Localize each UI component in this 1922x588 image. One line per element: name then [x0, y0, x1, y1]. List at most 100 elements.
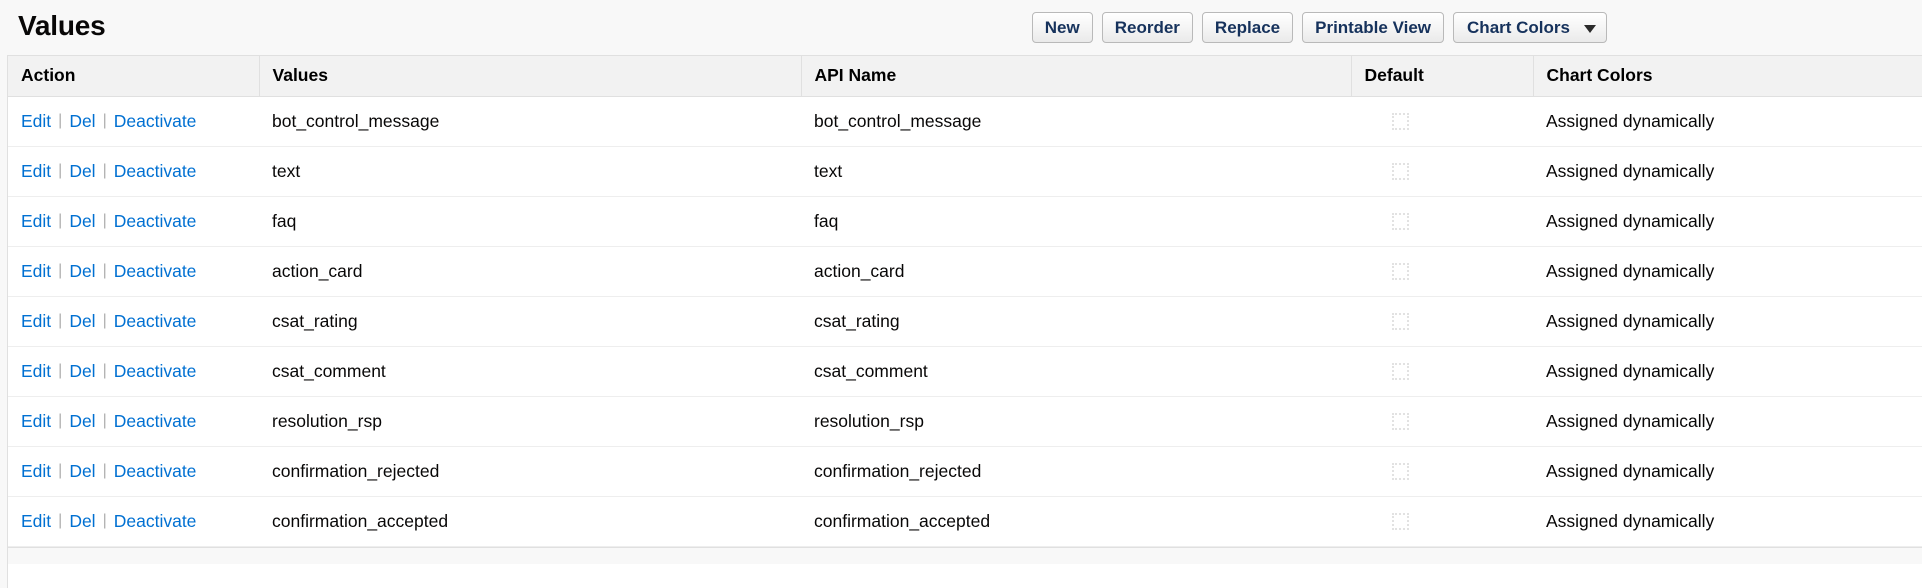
cell-default	[1351, 196, 1533, 247]
cell-api-name: faq	[801, 196, 1351, 247]
printable-view-button[interactable]: Printable View	[1302, 12, 1445, 43]
deactivate-link[interactable]: Deactivate	[113, 310, 197, 331]
cell-default	[1351, 446, 1533, 497]
table-footer	[8, 546, 1922, 564]
edit-link[interactable]: Edit	[21, 160, 52, 181]
cell-value: confirmation_accepted	[259, 496, 801, 547]
edit-link[interactable]: Edit	[21, 110, 52, 131]
cell-default	[1351, 96, 1533, 147]
edit-link[interactable]: Edit	[21, 460, 52, 481]
action-links: Edit | Del | Deactivate	[21, 211, 196, 232]
cell-action: Edit|Del|Deactivate	[8, 496, 259, 547]
cell-value: csat_comment	[259, 346, 801, 397]
cell-default	[1351, 496, 1533, 547]
action-separator: |	[58, 212, 63, 229]
cell-chart-color: Assigned dynamically	[1533, 96, 1922, 147]
default-checkbox[interactable]	[1392, 213, 1409, 231]
column-header-chart-colors: Chart Colors	[1533, 56, 1922, 97]
cell-action: Edit|Del|Deactivate	[8, 96, 259, 147]
action-links: Edit|Del|Deactivate	[21, 111, 196, 132]
delete-link[interactable]: Del	[69, 160, 96, 181]
deactivate-link[interactable]: Deactivate	[113, 510, 197, 531]
edit-link[interactable]: Edit	[21, 210, 52, 231]
column-header-action: Action	[8, 56, 260, 97]
table-header: Action Values API Name Default Chart Col…	[8, 56, 1922, 97]
edit-link[interactable]: Edit	[21, 510, 52, 531]
cell-action: Edit|Del|Deactivate	[8, 246, 259, 297]
action-separator: |	[58, 312, 63, 329]
values-table-container: Action Values API Name Default Chart Col…	[7, 55, 1922, 588]
deactivate-link[interactable]: Deactivate	[113, 410, 197, 431]
action-separator: |	[102, 112, 107, 129]
cell-default	[1351, 246, 1533, 297]
deactivate-link[interactable]: Deactivate	[113, 110, 197, 131]
deactivate-link[interactable]: Deactivate	[113, 360, 197, 381]
delete-link[interactable]: Del	[69, 510, 96, 531]
cell-chart-color: Assigned dynamically	[1533, 196, 1922, 247]
cell-action: Edit|Del|Deactivate	[8, 146, 259, 197]
new-button[interactable]: New	[1031, 12, 1093, 43]
delete-link[interactable]: Del	[69, 360, 96, 381]
default-checkbox[interactable]	[1392, 463, 1409, 481]
deactivate-link[interactable]: Deactivate	[113, 460, 197, 481]
action-links: Edit|Del|Deactivate	[21, 261, 196, 282]
action-links: Edit|Del|Deactivate	[21, 361, 196, 382]
action-separator: |	[102, 312, 107, 329]
default-checkbox[interactable]	[1392, 513, 1409, 531]
deactivate-link[interactable]: Deactivate	[113, 210, 197, 231]
cell-api-name: bot_control_message	[801, 96, 1351, 147]
cell-value: faq	[259, 196, 801, 247]
action-links: Edit | Del | Deactivate	[21, 311, 196, 332]
cell-chart-color: Assigned dynamically	[1533, 296, 1922, 347]
cell-value: text	[259, 146, 801, 197]
default-checkbox[interactable]	[1392, 113, 1409, 131]
cell-api-name: csat_comment	[801, 346, 1351, 397]
action-separator: |	[58, 462, 63, 479]
chart-colors-dropdown-button[interactable]: Chart Colors	[1453, 12, 1607, 43]
default-checkbox[interactable]	[1392, 263, 1409, 281]
caret-down-icon	[1584, 24, 1596, 33]
action-separator: |	[102, 462, 107, 479]
delete-link[interactable]: Del	[69, 460, 96, 481]
action-separator: |	[102, 412, 107, 429]
cell-chart-color: Assigned dynamically	[1533, 446, 1922, 497]
cell-action: Edit | Del | Deactivate	[8, 196, 259, 247]
cell-value: confirmation_rejected	[259, 446, 801, 497]
action-separator: |	[58, 362, 63, 379]
cell-api-name: confirmation_rejected	[801, 446, 1351, 497]
action-separator: |	[102, 262, 107, 279]
delete-link[interactable]: Del	[69, 260, 96, 281]
values-table: Action Values API Name Default Chart Col…	[8, 56, 1922, 547]
reorder-button[interactable]: Reorder	[1101, 12, 1193, 43]
cell-chart-color: Assigned dynamically	[1533, 246, 1922, 297]
edit-link[interactable]: Edit	[21, 260, 52, 281]
edit-link[interactable]: Edit	[21, 360, 52, 381]
cell-chart-color: Assigned dynamically	[1533, 496, 1922, 547]
deactivate-link[interactable]: Deactivate	[113, 260, 197, 281]
cell-api-name: csat_rating	[801, 296, 1351, 347]
action-separator: |	[102, 212, 107, 229]
action-separator: |	[58, 512, 63, 529]
delete-link[interactable]: Del	[69, 310, 96, 331]
table-row: Edit | Del | Deactivate confirmation_rejected…	[8, 446, 1922, 497]
default-checkbox[interactable]	[1392, 163, 1409, 181]
cell-chart-color: Assigned dynamically	[1533, 346, 1922, 397]
edit-link[interactable]: Edit	[21, 410, 52, 431]
delete-link[interactable]: Del	[69, 110, 96, 131]
cell-action: Edit | Del | Deactivate	[8, 296, 259, 347]
default-checkbox[interactable]	[1392, 363, 1409, 381]
cell-chart-color: Assigned dynamically	[1533, 396, 1922, 447]
default-checkbox[interactable]	[1392, 413, 1409, 431]
replace-button[interactable]: Replace	[1201, 12, 1294, 43]
deactivate-link[interactable]: Deactivate	[113, 160, 197, 181]
default-checkbox[interactable]	[1392, 313, 1409, 331]
action-links: Edit|Del|Deactivate	[21, 511, 196, 532]
cell-api-name: action_card	[801, 246, 1351, 297]
delete-link[interactable]: Del	[69, 410, 96, 431]
edit-link[interactable]: Edit	[21, 310, 52, 331]
delete-link[interactable]: Del	[69, 210, 96, 231]
